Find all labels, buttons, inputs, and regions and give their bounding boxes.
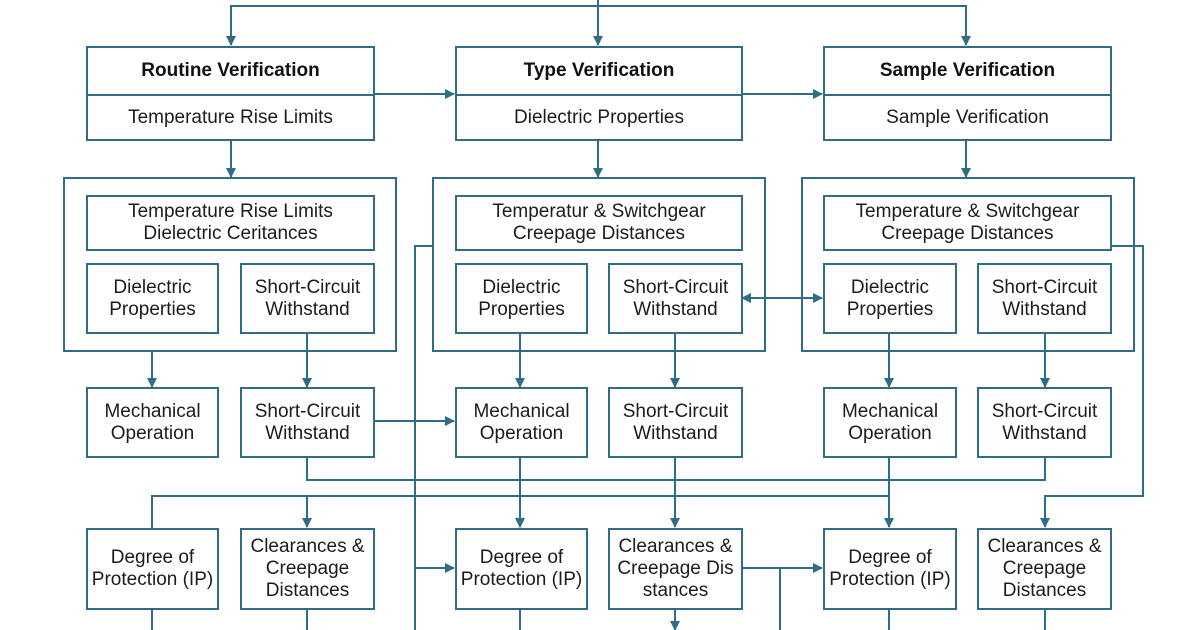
sample-group-frame: [801, 177, 1135, 352]
routine-group-frame: [63, 177, 397, 352]
header-title: Type Verification: [523, 60, 675, 81]
header-subtitle: Dielectric Properties: [457, 94, 741, 139]
type-group-frame: [432, 177, 766, 352]
connector-line: [414, 245, 432, 630]
type-verification-header: Type Verification Dielectric Properties: [455, 46, 743, 141]
sample-verification-header: Sample Verification Sample Verification: [823, 46, 1112, 141]
connector-line: [226, 5, 971, 46]
routine-verification-header: Routine Verification Temperature Rise Li…: [86, 46, 375, 141]
header-subtitle: Sample Verification: [825, 94, 1110, 139]
connector-line: [151, 495, 889, 528]
connector-line: [1040, 245, 1144, 528]
header-title: Routine Verification: [141, 60, 320, 81]
header-title: Sample Verification: [879, 60, 1056, 81]
header-subtitle: Temperature Rise Limits: [88, 94, 373, 139]
